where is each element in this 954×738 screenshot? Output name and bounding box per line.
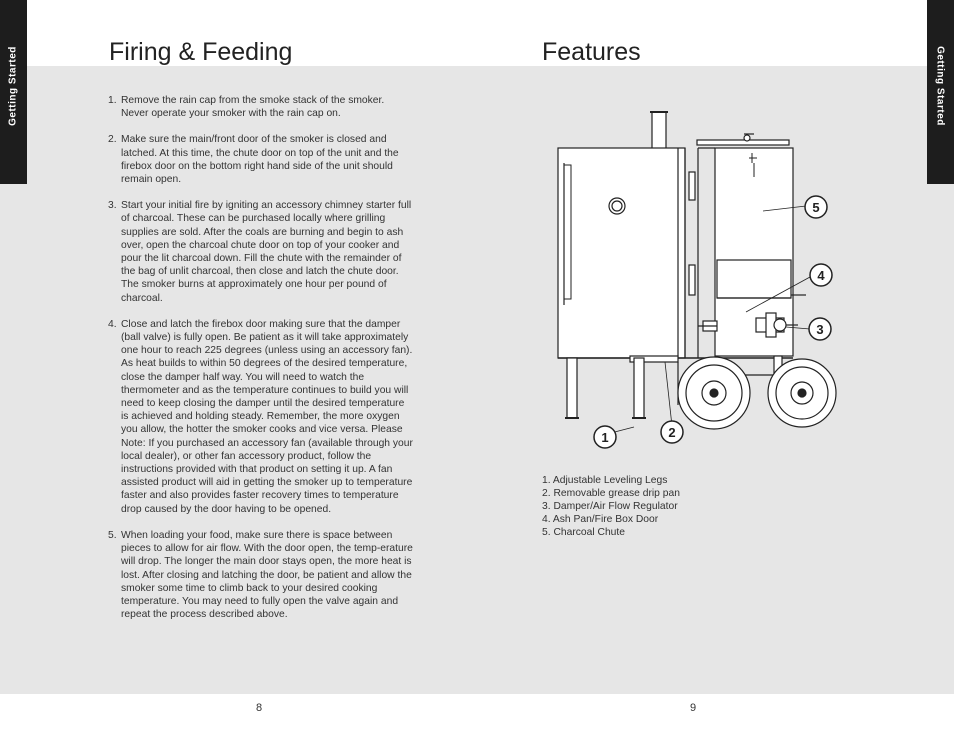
side-tab-right: Getting Started bbox=[927, 0, 954, 184]
callout-3: 3 bbox=[808, 317, 832, 341]
callout-3-label: 3 bbox=[816, 322, 823, 337]
step-text: Close and latch the firebox door making … bbox=[121, 318, 413, 515]
side-tab-right-label: Getting Started bbox=[934, 46, 946, 126]
callout-1-label: 1 bbox=[601, 430, 608, 445]
firing-steps-list: 1. Remove the rain cap from the smoke sta… bbox=[108, 94, 414, 634]
step-text: Start your initial fire by igniting an a… bbox=[121, 200, 412, 304]
list-item: 3. Damper/Air Flow Regulator bbox=[542, 501, 678, 513]
list-item: 2. Removable grease drip pan bbox=[542, 488, 680, 500]
step-text: Remove the rain cap from the smoke stack… bbox=[121, 95, 385, 120]
step-text: When loading your food, make sure there … bbox=[121, 529, 413, 621]
callout-2-label: 2 bbox=[668, 425, 675, 440]
step-number: 5. bbox=[108, 529, 117, 541]
step-number: 2. bbox=[108, 134, 117, 146]
ash-door-shape bbox=[716, 259, 792, 299]
cabinet-shape bbox=[557, 147, 686, 359]
step-number: 1. bbox=[108, 95, 117, 106]
callout-4: 4 bbox=[809, 263, 833, 287]
step-number: 3. bbox=[108, 200, 117, 212]
callout-5-label: 5 bbox=[812, 200, 819, 215]
callout-4-label: 4 bbox=[817, 268, 825, 283]
list-item: 1. Adjustable Leveling Legs bbox=[542, 475, 668, 486]
smoke-stack-shape bbox=[651, 111, 667, 150]
page-number-left: 8 bbox=[256, 702, 263, 714]
list-item: 4. Close and latch the firebox door makin… bbox=[108, 318, 414, 516]
chute-top-shape bbox=[696, 139, 790, 146]
list-item: 5. Charcoal Chute bbox=[542, 527, 625, 539]
callout-2: 2 bbox=[660, 420, 684, 444]
list-item: 1. Remove the rain cap from the smoke sta… bbox=[108, 94, 414, 120]
leg-shape bbox=[633, 357, 645, 419]
side-tab-left: Getting Started bbox=[0, 0, 27, 184]
left-page-title: Firing & Feeding bbox=[109, 38, 293, 66]
smoker-diagram: 1 2 3 4 5 bbox=[557, 111, 837, 449]
side-tab-left-label: Getting Started bbox=[7, 46, 19, 126]
right-page-title: Features bbox=[542, 38, 641, 66]
leg-shape bbox=[566, 357, 578, 419]
list-item: 5. When loading your food, make sure ther… bbox=[108, 529, 414, 621]
list-item: 3. Start your initial fire by igniting an… bbox=[108, 199, 414, 305]
features-list: 1. Adjustable Leveling Legs 2. Removable… bbox=[542, 474, 680, 539]
list-item: 2. Make sure the main/front door of the s… bbox=[108, 133, 414, 186]
callout-1: 1 bbox=[593, 425, 617, 449]
list-item: 4. Ash Pan/Fire Box Door bbox=[542, 514, 659, 526]
callout-5: 5 bbox=[804, 195, 828, 219]
step-text: Make sure the main/front door of the smo… bbox=[121, 134, 399, 186]
page-number-right: 9 bbox=[690, 702, 697, 714]
step-number: 4. bbox=[108, 318, 117, 330]
